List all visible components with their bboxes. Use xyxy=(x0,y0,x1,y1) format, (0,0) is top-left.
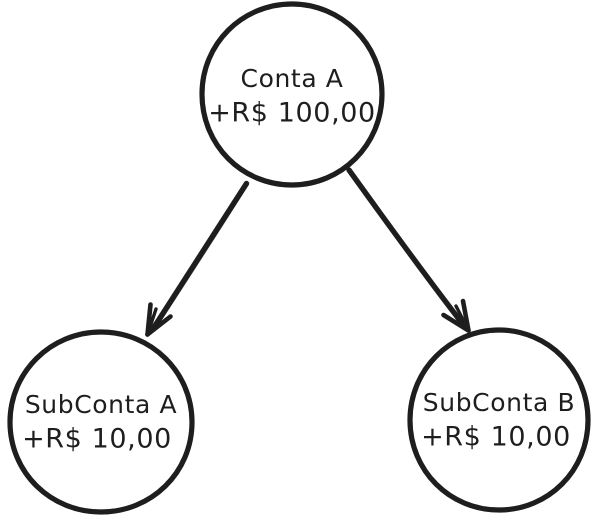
node-title: SubConta A xyxy=(25,390,177,419)
node-title: SubConta B xyxy=(423,388,575,417)
arrowhead-barb-inner xyxy=(454,304,471,333)
node-amount: +R$ 10,00 xyxy=(421,422,571,453)
node-amount: +R$ 10,00 xyxy=(22,424,172,455)
edge-conta-a-to-subconta-a[interactable] xyxy=(145,180,250,337)
node-title: Conta A xyxy=(241,64,344,93)
node-amount: +R$ 100,00 xyxy=(208,98,376,129)
edge-shaft-overdraw xyxy=(348,170,466,328)
arrowhead-barb-inner xyxy=(145,307,158,337)
edge-shaft-overdraw xyxy=(152,183,249,333)
edge-shaft xyxy=(149,180,250,333)
arrowhead-barb-right xyxy=(145,314,173,337)
node-subconta-a[interactable]: SubConta A +R$ 10,00 xyxy=(7,329,195,515)
arrowhead-barb-left xyxy=(441,312,471,333)
node-subconta-b[interactable]: SubConta B +R$ 10,00 xyxy=(407,327,591,513)
node-outline-overdraw xyxy=(8,331,195,515)
node-outline-overdraw xyxy=(408,329,591,513)
node-outline-overdraw xyxy=(200,3,385,188)
edge-conta-a-to-subconta-b[interactable] xyxy=(346,167,471,333)
node-conta-a[interactable]: Conta A +R$ 100,00 xyxy=(199,1,385,188)
